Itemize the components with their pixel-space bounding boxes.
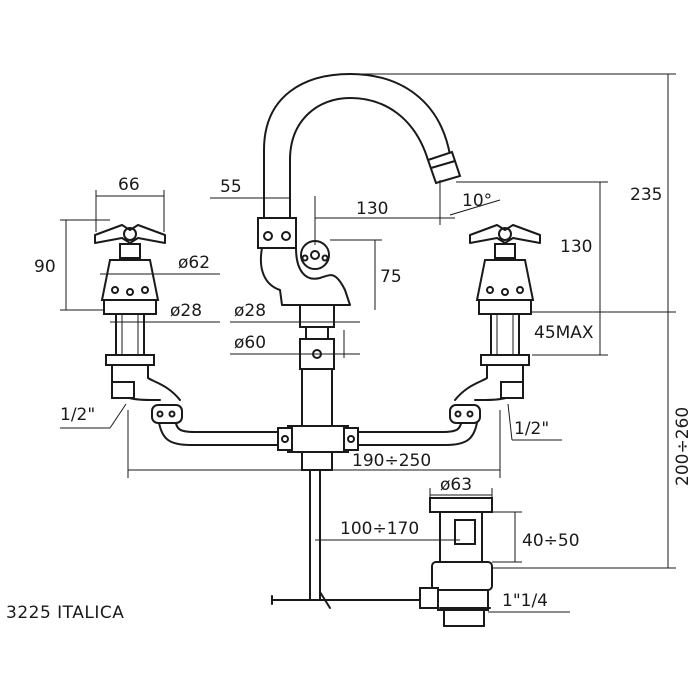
dim-100-170: 100÷170 [340, 519, 419, 539]
dim-130-top: 130 [356, 199, 388, 219]
right-valve [449, 224, 541, 424]
dim-55: 55 [220, 177, 242, 197]
dim-190-250: 190÷250 [352, 451, 431, 471]
dim-45max: 45MAX [534, 323, 594, 343]
spout [263, 73, 462, 223]
central-body [257, 217, 351, 430]
dim-90: 90 [34, 257, 56, 277]
dim-28-left: ø28 [170, 301, 202, 321]
dim-half-inch-right: 1/2" [514, 419, 549, 439]
dim-10-degrees: 10° [462, 191, 492, 211]
left-valve [94, 224, 183, 424]
dim-1-1-4-inch: 1"1/4 [502, 591, 548, 611]
dim-28-center: ø28 [234, 301, 266, 321]
dim-130-right: 130 [560, 237, 592, 257]
dimension-labels: 66 90 ø62 ø28 55 130 10° 235 130 75 ø28 … [34, 175, 693, 611]
dim-60: ø60 [234, 333, 266, 353]
dim-200-260: 200÷260 [673, 407, 693, 486]
manifold-pipe [157, 414, 479, 601]
pop-up-waste [271, 497, 493, 627]
dim-66: 66 [118, 175, 140, 195]
dim-75: 75 [380, 267, 402, 287]
dimension-lines [60, 73, 676, 613]
dim-half-inch-left: 1/2" [60, 405, 95, 425]
dim-62: ø62 [178, 253, 210, 273]
dim-235: 235 [630, 185, 662, 205]
dim-63: ø63 [440, 475, 472, 495]
dim-40-50: 40÷50 [522, 531, 580, 551]
model-caption: 3225 ITALICA [6, 603, 124, 623]
